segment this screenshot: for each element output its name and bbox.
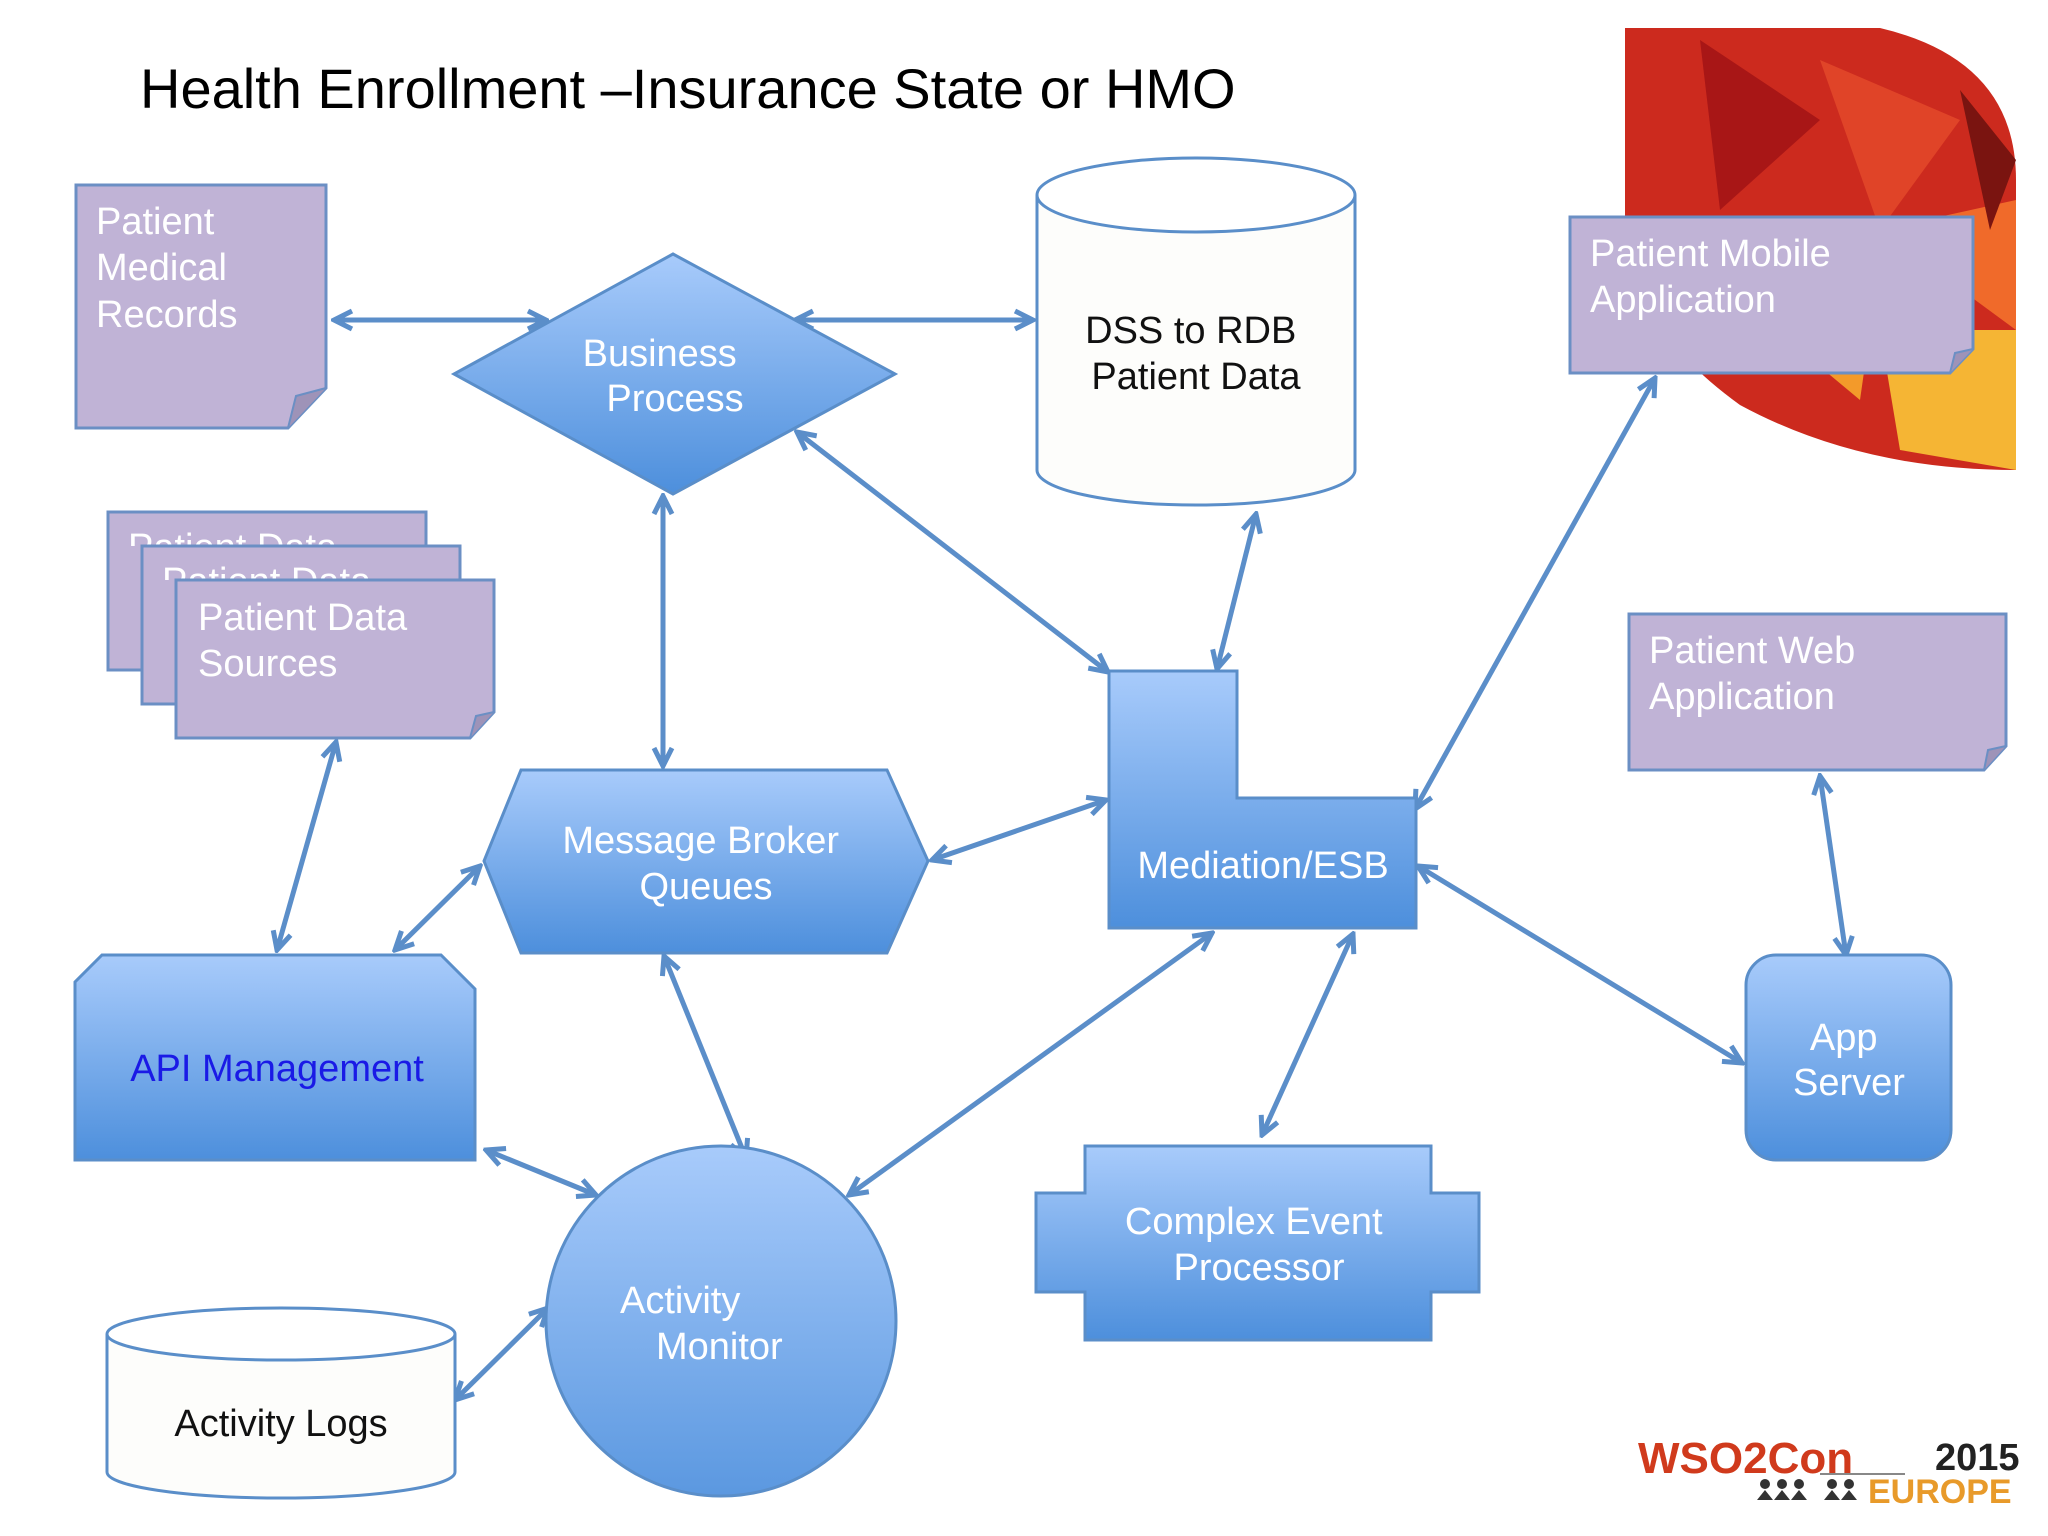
connector-logs-monitor [455,1308,548,1400]
business-process-node: Business Process [450,252,899,496]
patient-data-sources-note-front: Patient Data Sources [174,578,496,740]
patient-data-sources-back-label: Patient Data [128,527,338,569]
connector-sources-api [277,742,336,950]
logo-region: EUROPE [1868,1473,2012,1511]
activity-logs-label: Activity Logs [174,1403,387,1445]
dss-rdb-label: DSS to RDB Patient Data [1085,310,1307,398]
connector-api-monitor [486,1150,596,1195]
mediation-esb-node: Mediation/ESB [1107,669,1418,930]
dss-rdb-database: DSS to RDB Patient Data [1035,156,1357,507]
patient-data-sources-middle-label: Patient Data [162,561,372,603]
wso2con-logo: WSO2Con 2015 EUROPE [1638,1434,2020,1511]
connector-broker-api [395,866,480,950]
connector-esb-monitor [849,933,1212,1195]
api-management-node: API Management [73,953,477,1162]
business-process-label: Business Process [583,333,748,420]
complex-event-processor-node: Complex Event Processor [1034,1144,1481,1342]
logo-name: WSO2Con [1638,1434,1853,1483]
patient-medical-records-note: Patient Medical Records [74,183,328,430]
connector-mobile-esb [1415,378,1655,809]
slide-title: Health Enrollment –Insurance State or HM… [140,57,1236,120]
patient-data-sources-label: Patient Data Sources [198,597,418,685]
connector-broker-esb [932,800,1106,860]
message-broker-label: Message Broker Queues [562,820,849,908]
patient-mobile-app-note: Patient Mobile Application [1568,215,1975,375]
patient-mobile-app-label: Patient Mobile Application [1590,233,1841,321]
complex-event-processor-label: Complex Event Processor [1125,1201,1393,1289]
patient-medical-records-label: Patient Medical Records [96,201,238,336]
mediation-esb-label: Mediation/ESB [1137,845,1388,887]
activity-monitor-node: Activity Monitor [544,1144,898,1498]
people-icon [1757,1479,1857,1500]
patient-web-app-label: Patient Web Application [1649,630,1866,718]
app-server-label: App Server [1793,1017,1905,1104]
activity-monitor-label: Activity Monitor [620,1280,783,1368]
connector-bp-esb [797,432,1108,672]
activity-logs-database: Activity Logs [105,1306,457,1500]
patient-data-sources-stack: Patient Data Patient Data Patient Data S… [106,510,496,740]
connector-esb-cep [1262,934,1353,1135]
connector-esb-appserver [1418,866,1742,1063]
app-server-node: App Server [1744,953,1953,1162]
patient-web-app-note: Patient Web Application [1627,612,2008,772]
connector-dss-esb [1217,514,1256,669]
logo-year: 2015 [1935,1437,2020,1479]
connectors [277,320,1846,1400]
message-broker-node: Message Broker Queues [482,768,930,955]
connector-broker-monitor [664,956,746,1158]
connector-web-appserver [1820,776,1846,955]
api-management-label: API Management [130,1048,424,1090]
